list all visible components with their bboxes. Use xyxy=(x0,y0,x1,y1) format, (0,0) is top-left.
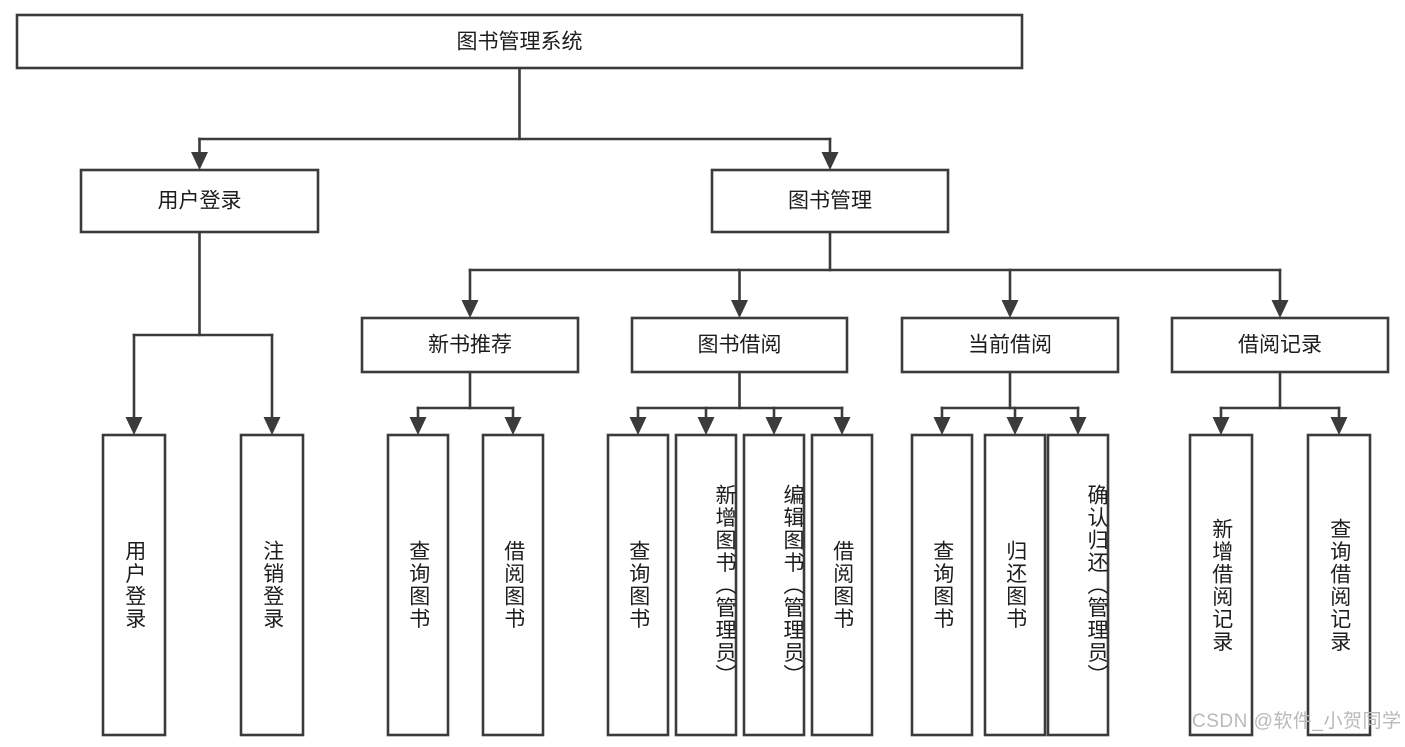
connector-current-to-leaves xyxy=(933,370,1087,435)
csdn-watermark: CSDN @软件_小贺同学 xyxy=(1192,711,1402,732)
node-new-book-recommend[interactable]: 新书推荐 xyxy=(360,316,580,374)
leaf-box-nb-borrow-book[interactable] xyxy=(481,433,545,737)
node-user-login[interactable]: 用户登录 xyxy=(79,168,320,234)
arrowhead-record xyxy=(1271,300,1289,318)
node-book-management-label: 图书管理 xyxy=(788,190,872,213)
connector-record-to-leaves xyxy=(1212,370,1348,435)
connector-userlogin-to-leaves xyxy=(125,230,281,435)
arrowhead-leaf-logout xyxy=(263,417,281,435)
leaf-box-rec-add-record[interactable] xyxy=(1188,433,1254,737)
node-user-login-box[interactable] xyxy=(79,168,320,234)
leaf-box-cur-confirm-return[interactable] xyxy=(1046,433,1110,737)
node-current-borrow-box[interactable] xyxy=(900,316,1120,374)
leaf-box-bk-add-book[interactable] xyxy=(674,433,738,737)
node-root-box[interactable] xyxy=(15,13,1024,70)
arrowhead-bk-query xyxy=(629,417,647,435)
node-borrow-record-label: 借阅记录 xyxy=(1238,334,1322,357)
node-borrow-record[interactable]: 借阅记录 xyxy=(1170,316,1390,374)
leaf-box-user-login[interactable] xyxy=(101,433,167,737)
leaf-box-bk-query-book[interactable] xyxy=(606,433,670,737)
arrowhead-bk-add xyxy=(697,417,715,435)
connector-newbook-to-leaves xyxy=(409,370,522,435)
arrowhead-book-mgmt xyxy=(821,152,839,170)
node-current-borrow-label: 当前借阅 xyxy=(968,334,1052,357)
arrowhead-nb-query xyxy=(409,417,427,435)
arrowhead-bk-edit xyxy=(765,417,783,435)
leaf-box-nb-query-book[interactable] xyxy=(386,433,450,737)
leaf-box-logout[interactable] xyxy=(239,433,305,737)
arrowhead-newbook xyxy=(461,300,479,318)
arrowhead-borrow xyxy=(731,300,748,318)
connector-bookmgmt-to-level2 xyxy=(461,230,1289,318)
node-borrow-record-box[interactable] xyxy=(1170,316,1390,374)
arrowhead-rec-query xyxy=(1330,417,1348,435)
leaf-box-cur-return-book[interactable] xyxy=(983,433,1047,737)
leaf-box-bk-borrow-book[interactable] xyxy=(810,433,874,737)
leaf-box-rec-query-record[interactable] xyxy=(1306,433,1372,737)
arrowhead-leaf-user-login xyxy=(125,417,143,435)
connector-borrow-to-leaves xyxy=(629,370,851,435)
arrowhead-bk-borrow xyxy=(833,417,851,435)
arrowhead-user-login xyxy=(191,152,208,170)
node-book-management[interactable]: 图书管理 xyxy=(710,168,950,234)
node-book-borrow-box[interactable] xyxy=(630,316,849,374)
arrowhead-current xyxy=(1001,300,1019,318)
arrowhead-nb-borrow xyxy=(504,417,522,435)
node-new-book-recommend-box[interactable] xyxy=(360,316,580,374)
arrowhead-rec-add xyxy=(1212,417,1230,435)
arrowhead-cur-query xyxy=(933,417,951,435)
node-book-borrow-label: 图书借阅 xyxy=(698,334,782,357)
leaf-box-bk-edit-book[interactable] xyxy=(742,433,806,737)
node-user-login-label: 用户登录 xyxy=(158,190,242,213)
node-book-borrow[interactable]: 图书借阅 xyxy=(630,316,849,374)
arrowhead-cur-return xyxy=(1006,417,1024,435)
arrowhead-cur-confirm xyxy=(1069,417,1087,435)
node-root-label: 图书管理系统 xyxy=(457,31,583,54)
connector-root-to-level1 xyxy=(191,66,839,170)
node-book-management-box[interactable] xyxy=(710,168,950,234)
node-new-book-recommend-label: 新书推荐 xyxy=(428,334,512,357)
leaf-box-cur-query-book[interactable] xyxy=(910,433,974,737)
node-current-borrow[interactable]: 当前借阅 xyxy=(900,316,1120,374)
node-root[interactable]: 图书管理系统 xyxy=(15,13,1024,70)
